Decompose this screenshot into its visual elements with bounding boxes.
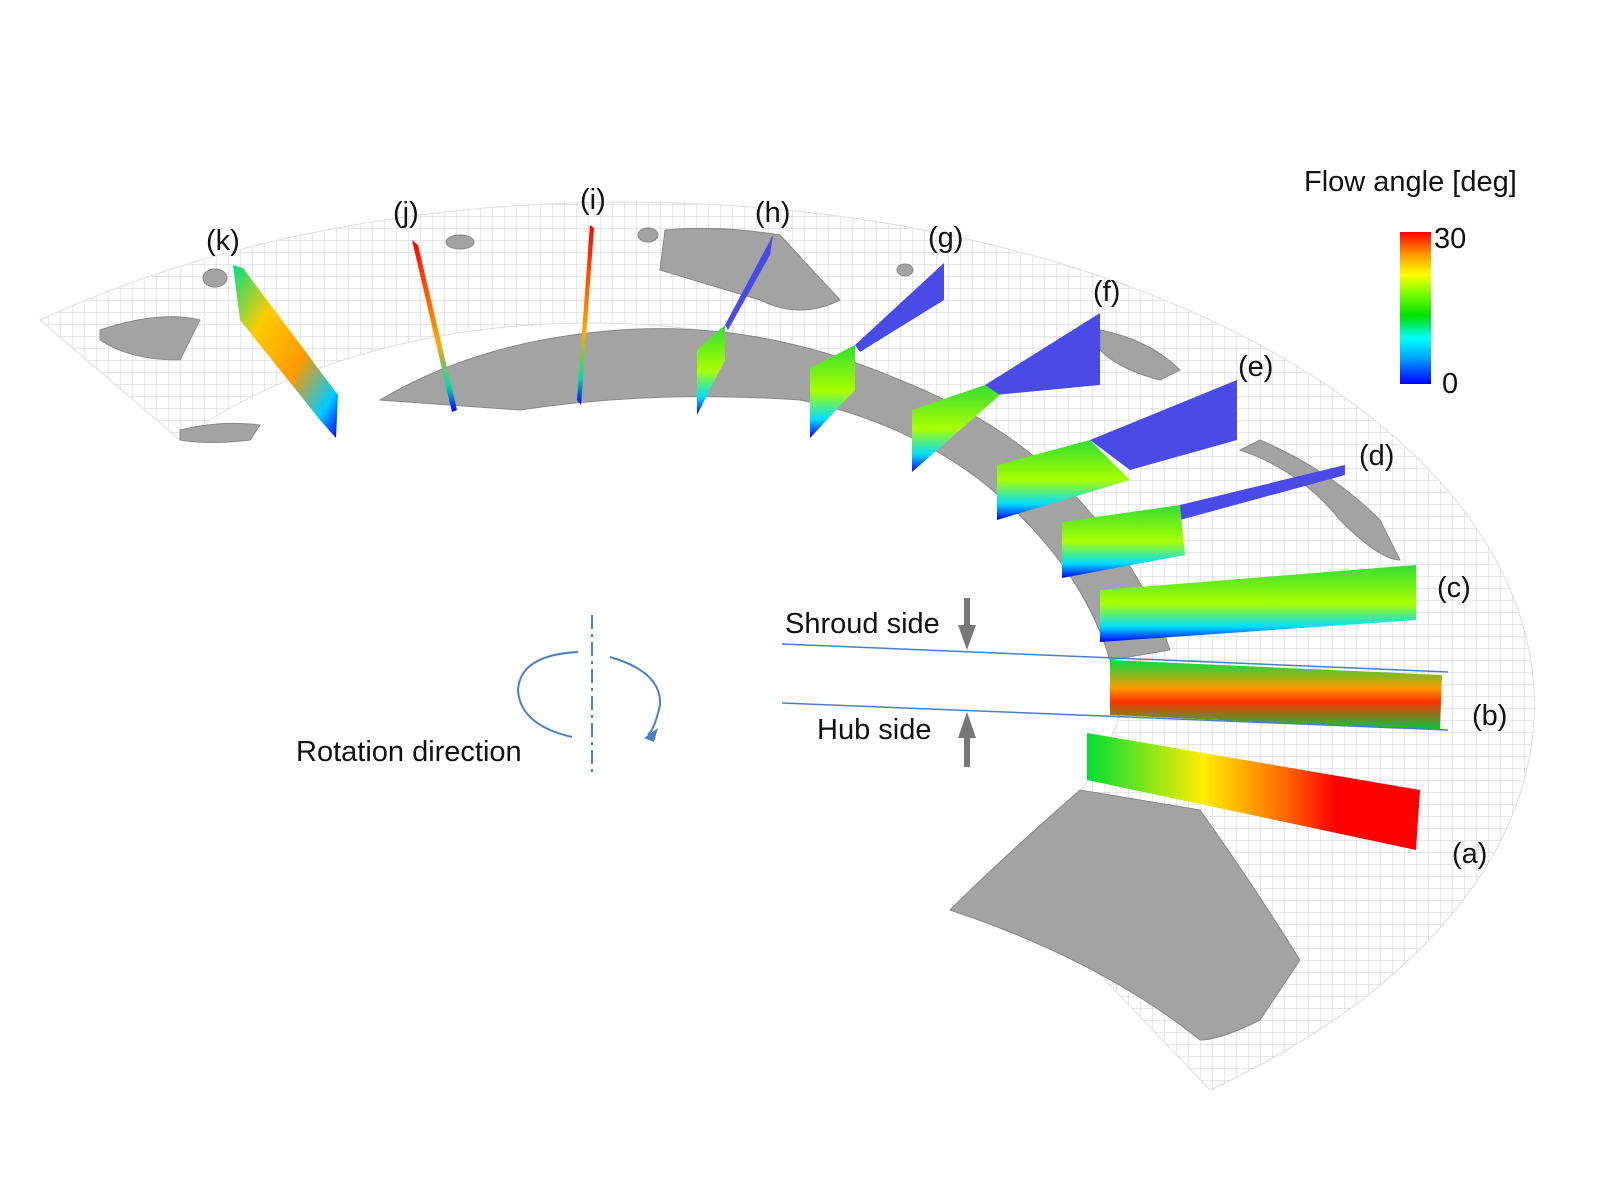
colorbar (1400, 232, 1431, 384)
rotation-arrow-icon (516, 651, 662, 738)
slice-c (1100, 565, 1416, 642)
slice-e-blue (1090, 380, 1237, 470)
slice-label-b: (b) (1472, 700, 1508, 732)
hub-line (781, 702, 1449, 731)
colorbar-min-label: 0 (1442, 368, 1459, 400)
slice-h-blue (725, 235, 773, 330)
shroud-side-label: Shroud side (785, 608, 940, 640)
slice-label-a: (a) (1452, 838, 1488, 870)
slice-label-d: (d) (1359, 440, 1395, 472)
slice-k (233, 265, 338, 438)
slice-j (412, 240, 457, 412)
slice-label-f: (f) (1093, 276, 1121, 308)
slice-label-k: (k) (206, 225, 240, 257)
slice-g (810, 345, 855, 438)
shroud-arrow-icon (958, 598, 976, 650)
rotation-direction-label: Rotation direction (296, 736, 522, 768)
slice-i (577, 225, 594, 405)
colorbar-max-label: 30 (1434, 223, 1467, 255)
shroud-line (781, 643, 1449, 673)
slice-b (1110, 660, 1442, 730)
slice-a (1087, 733, 1420, 850)
slice-d (1062, 505, 1185, 578)
legend-title: Flow angle [deg] (1304, 166, 1517, 198)
slice-label-i: (i) (580, 184, 606, 216)
hub-arrow-icon (958, 712, 976, 767)
slice-f (912, 385, 1000, 472)
slice-h (697, 325, 725, 415)
rotation-arrowhead-icon (644, 728, 658, 742)
slice-f-blue (985, 313, 1100, 395)
slice-d-blue (1180, 465, 1345, 520)
slice-g-blue (855, 263, 944, 352)
slice-planes (233, 225, 1442, 850)
slice-label-j: (j) (393, 197, 419, 229)
slice-label-c: (c) (1437, 572, 1471, 604)
slice-label-g: (g) (928, 222, 964, 254)
slice-label-e: (e) (1238, 351, 1274, 383)
slice-e (997, 440, 1130, 520)
slice-label-h: (h) (755, 197, 791, 229)
hub-side-label: Hub side (817, 714, 932, 746)
